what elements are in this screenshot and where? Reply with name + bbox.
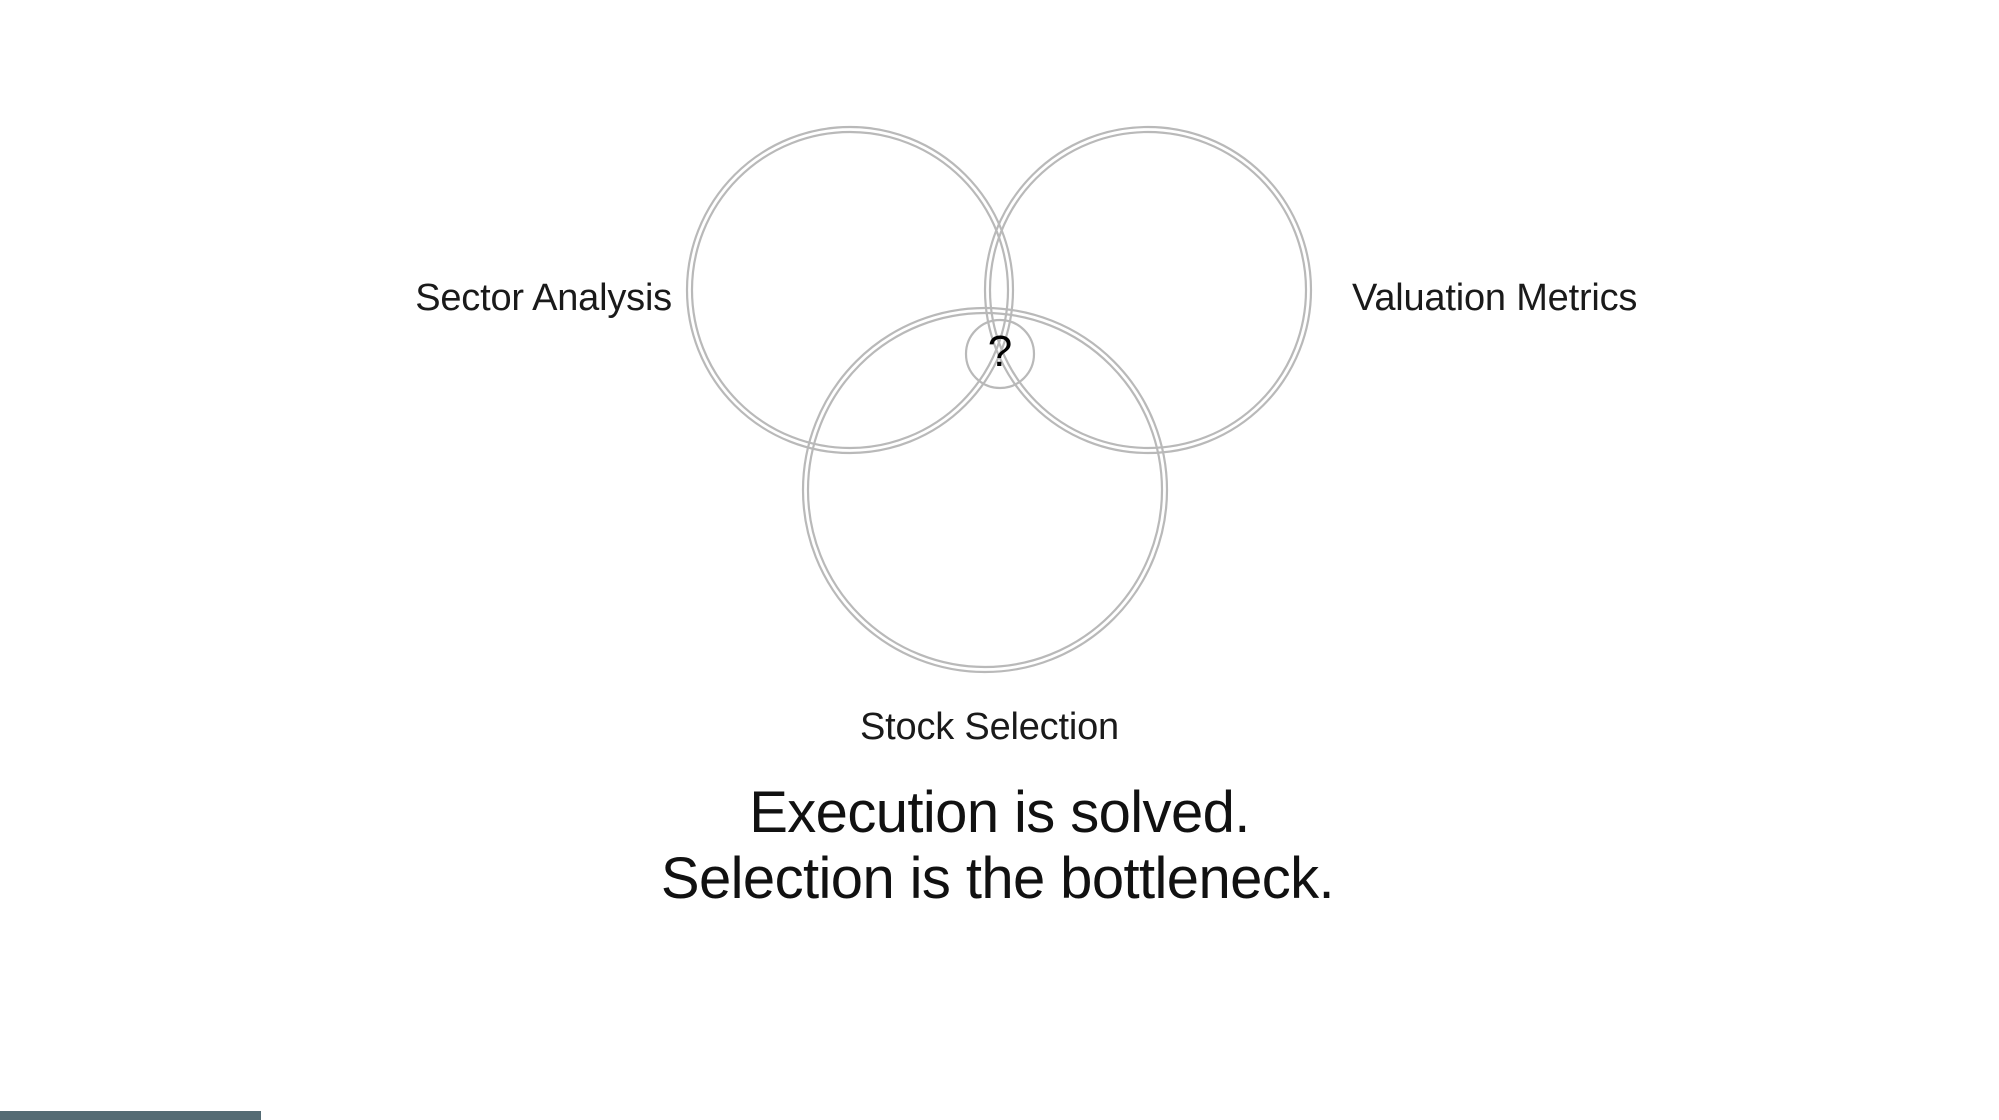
headline-line-2: Selection is the bottleneck. — [660, 846, 1335, 912]
center-question-marker: ? — [966, 320, 1034, 388]
venn-label-sector-analysis: Sector Analysis — [415, 277, 672, 320]
headline-line-1: Execution is solved. — [749, 780, 1250, 845]
venn-label-sector-analysis-text: Sector Analysis — [415, 277, 672, 319]
venn-circle-stock-selection — [801, 306, 1169, 674]
venn-label-valuation-metrics: Valuation Metrics — [1352, 277, 1638, 320]
venn-label-valuation-metrics-text: Valuation Metrics — [1352, 277, 1638, 319]
venn-circle-sector-analysis — [685, 125, 1015, 455]
slide-progress-track[interactable] — [0, 1111, 1999, 1120]
question-mark-glyph: ? — [987, 327, 1013, 376]
venn-label-stock-selection-text: Stock Selection — [860, 706, 1119, 748]
venn-center-circle — [964, 318, 1036, 390]
slide-progress-fill — [0, 1111, 261, 1120]
headline: Execution is solved. Selection is the bo… — [0, 780, 1999, 912]
venn-label-stock-selection: Stock Selection — [0, 706, 1999, 749]
venn-circle-valuation-metrics — [983, 125, 1313, 455]
